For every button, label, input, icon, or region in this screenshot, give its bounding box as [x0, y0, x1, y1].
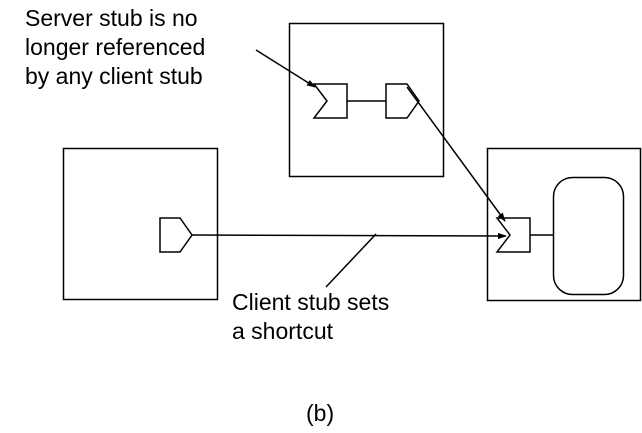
- client-stub-note-line-1: Client stub sets: [232, 289, 390, 315]
- server-stub-process-box: [288, 22, 445, 178]
- object-server-stub-shape: [495, 217, 531, 253]
- server-stub-note-line-3: by any client stub: [25, 63, 203, 89]
- server-stub-note-line-1: Server stub is no: [25, 5, 198, 31]
- shortcut-arrow: [191, 232, 507, 240]
- client-stub-shape: [159, 217, 193, 253]
- server-stub-shape: [312, 83, 348, 119]
- client-stub-note-line-2: a shortcut: [232, 318, 333, 344]
- object-rounded-box: [552, 176, 625, 296]
- client-process-box: [62, 147, 219, 301]
- server-stub-note-line-2: longer referenced: [25, 34, 206, 60]
- client-stub-note: Client stub sets a shortcut: [232, 288, 389, 346]
- reference-arrow-to-object-stub: [406, 86, 506, 222]
- server-stub-note: Server stub is no longer referenced by a…: [25, 4, 205, 91]
- figure-caption: (b): [306, 400, 335, 426]
- annotation-arrow-server-stub: [255, 49, 316, 88]
- annotation-leader-shortcut: [325, 233, 377, 288]
